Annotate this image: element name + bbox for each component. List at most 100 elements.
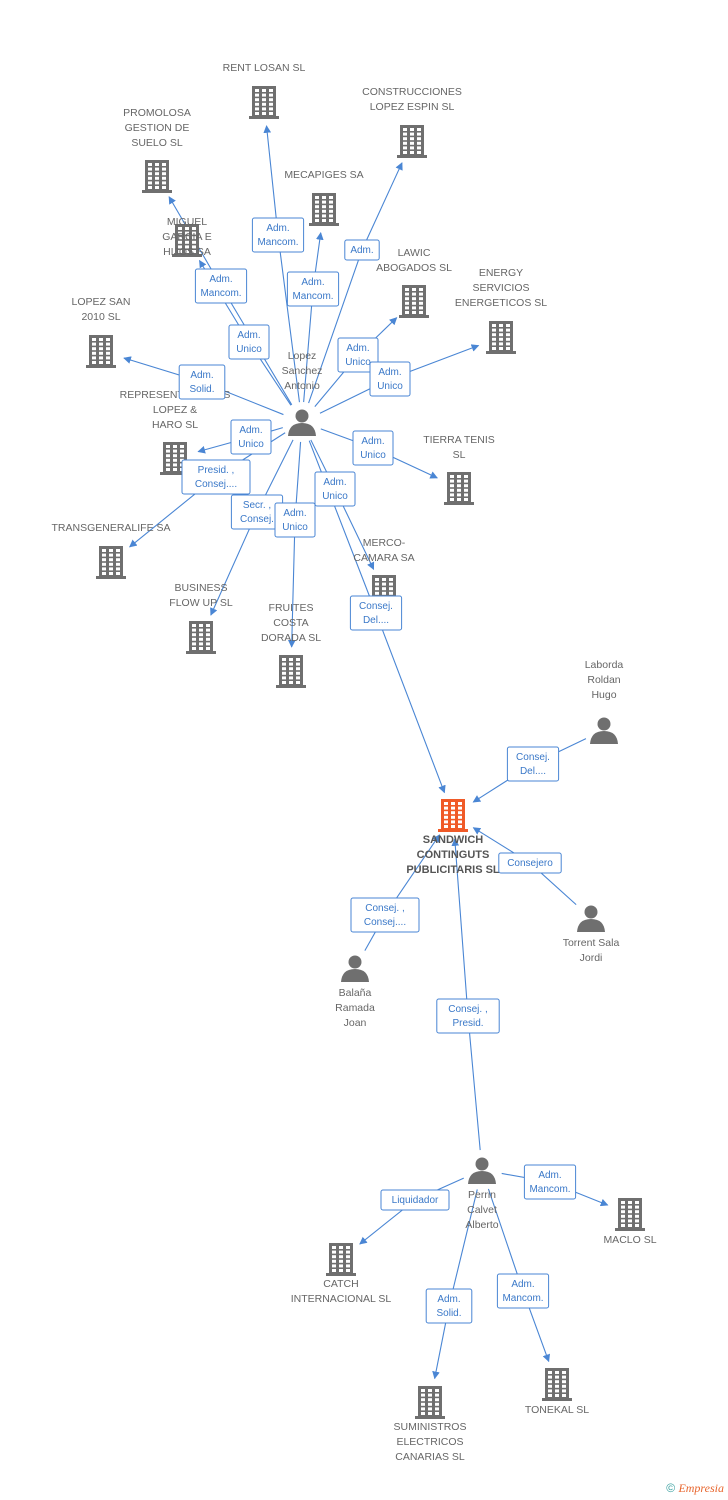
role-text: Adm.: [301, 277, 324, 288]
role-label[interactable]: Adm. Unico: [314, 471, 356, 507]
role-box: [350, 897, 420, 933]
focus-company-label-line: PUBLICITARIS SL: [406, 864, 500, 876]
role-text: Presid.: [452, 1018, 483, 1029]
role-label[interactable]: Liquidador: [380, 1189, 450, 1211]
company-label-line: LOPEZ ESPIN SL: [370, 101, 455, 113]
role-label[interactable]: Presid. ,Consej....: [181, 459, 251, 495]
company-node-merco[interactable]: MERCO-CAMARA SA: [353, 537, 415, 608]
role-text: Unico: [322, 491, 348, 502]
role-text: Mancom.: [529, 1184, 570, 1195]
building-icon: [309, 193, 339, 226]
copyright-symbol: ©: [666, 1481, 676, 1495]
person-label-line: Calvet: [467, 1204, 497, 1216]
relation-edge: [432, 1189, 478, 1380]
role-text: Adm.: [190, 370, 213, 381]
role-text: Consej.: [516, 752, 550, 763]
role-text: Solid.: [189, 384, 214, 395]
company-label-line: GARCIA E: [162, 231, 212, 243]
relation-edge: [359, 1177, 464, 1245]
person-label-line: Joan: [344, 1017, 367, 1029]
role-box: [349, 595, 403, 631]
role-box: [506, 746, 560, 782]
role-label[interactable]: Adm.Solid.: [425, 1288, 473, 1324]
company-label-line: CANARIAS SL: [395, 1451, 465, 1463]
building-icon: [160, 442, 190, 475]
company-node-maclo[interactable]: MACLO SL: [603, 1198, 657, 1246]
company-node-transgeneralife[interactable]: TRANSGENERALIFE SA: [51, 522, 171, 579]
role-text: Consej.: [240, 514, 274, 525]
role-text: Adm.: [323, 477, 346, 488]
role-label[interactable]: Consej. ,Consej....: [350, 897, 420, 933]
company-node-mecapiges[interactable]: MECAPIGES SA: [284, 169, 364, 226]
role-label[interactable]: Adm.Mancom.: [286, 271, 340, 307]
company-label-line: HIJOS SA: [163, 246, 211, 258]
building-icon: [438, 799, 468, 832]
role-box: [523, 1164, 577, 1200]
company-label-line: BUSINESS: [174, 582, 227, 594]
role-label[interactable]: Adm.Unico: [369, 361, 411, 397]
person-label-line: Perrin: [468, 1189, 496, 1201]
role-text: Consej. ,: [448, 1004, 487, 1015]
role-label[interactable]: Adm.Unico: [230, 419, 272, 455]
role-label[interactable]: Consej. , Presid.: [436, 998, 500, 1034]
role-text: Adm.: [350, 245, 373, 256]
role-label[interactable]: Adm.Mancom.: [194, 268, 248, 304]
role-label[interactable]: Adm.Mancom.: [251, 217, 305, 253]
building-icon: [399, 285, 429, 318]
building-icon: [142, 160, 172, 193]
role-text: Unico: [282, 522, 308, 533]
building-icon: [249, 86, 279, 119]
role-box: [436, 998, 500, 1034]
company-node-rent[interactable]: RENT LOSAN SL: [223, 62, 306, 119]
role-text: Del....: [363, 615, 389, 626]
role-text: Consej....: [364, 917, 406, 928]
role-label[interactable]: Adm.Mancom.: [523, 1164, 577, 1200]
person-label-line: Torrent Sala: [563, 937, 620, 949]
company-label-line: LAWIC: [398, 247, 431, 259]
role-box: [274, 502, 316, 538]
relation-edge: [451, 838, 481, 1151]
role-label[interactable]: Consej.Del....: [349, 595, 403, 631]
role-text: Unico: [236, 344, 262, 355]
role-label[interactable]: Adm. Solid.: [178, 364, 226, 400]
role-box: [344, 239, 380, 261]
person-icon: [288, 409, 316, 436]
role-box: [181, 459, 251, 495]
role-label[interactable]: Adm.Unico: [352, 430, 394, 466]
role-label[interactable]: Consejero: [498, 852, 562, 874]
role-label[interactable]: Adm.Unico: [274, 502, 316, 538]
company-node-tonekal[interactable]: TONEKAL SL: [525, 1368, 589, 1416]
role-label[interactable]: Consej.Del....: [506, 746, 560, 782]
role-text: Adm.: [209, 274, 232, 285]
role-box: [251, 217, 305, 253]
role-text: Consejero: [507, 858, 553, 869]
role-label[interactable]: Adm.Mancom.: [496, 1273, 550, 1309]
role-box: [496, 1273, 550, 1309]
building-icon: [486, 321, 516, 354]
role-label[interactable]: Adm.Unico: [228, 324, 270, 360]
person-label-line: Laborda: [585, 659, 624, 671]
company-label-line: SERVICIOS: [473, 282, 530, 294]
company-label-line: SUELO SL: [131, 137, 183, 149]
role-label[interactable]: Adm.: [344, 239, 380, 261]
role-label[interactable]: Adm.Unico: [337, 337, 379, 373]
role-text: Adm.: [346, 343, 369, 354]
building-icon: [415, 1386, 445, 1419]
